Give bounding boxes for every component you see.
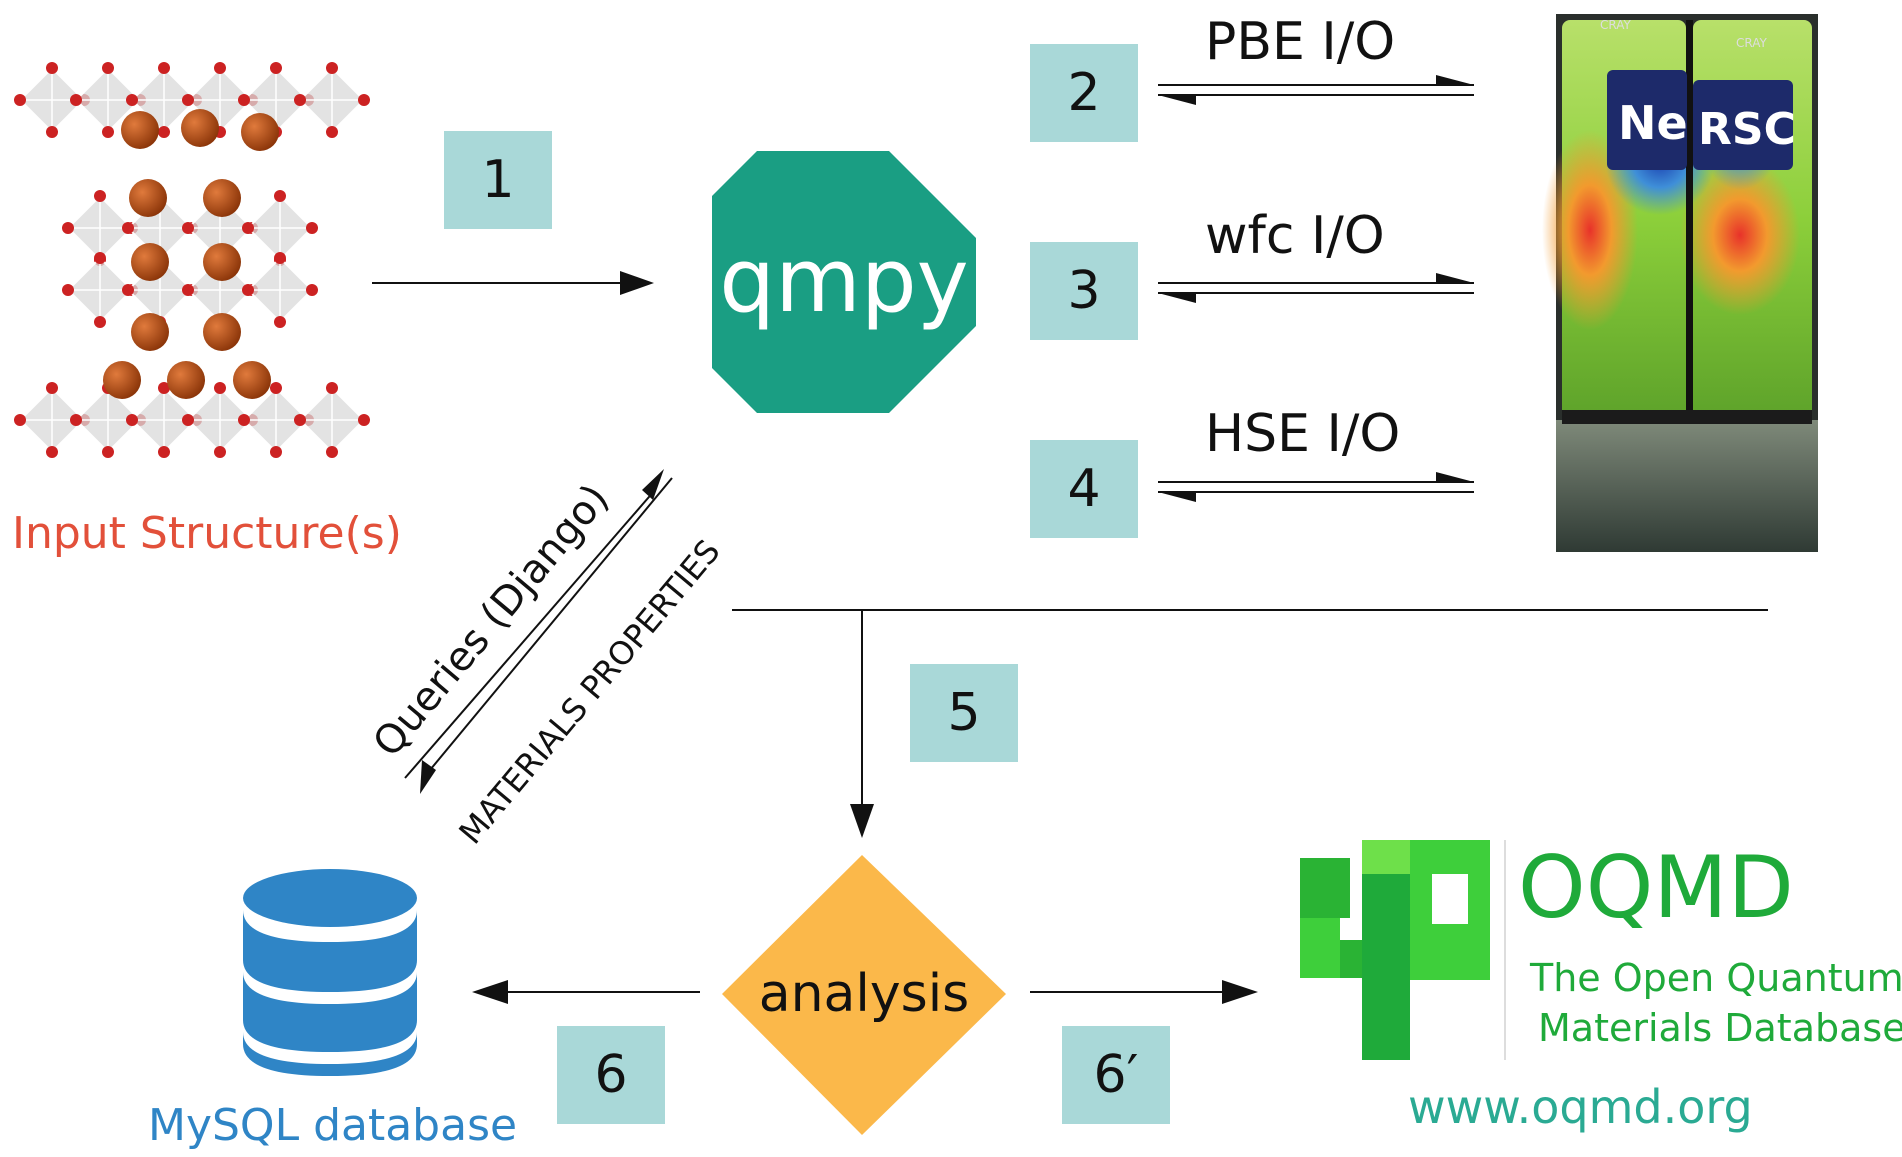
io-arrows-wfc (1158, 273, 1474, 303)
arrow-input-to-qmpy-head (620, 271, 654, 295)
oqmd-url: www.oqmd.org (1408, 1080, 1753, 1134)
step-box-3: 3 (1030, 242, 1138, 340)
arrow-to-database-head (472, 980, 508, 1004)
pbe-io-label: PBE I/O (1205, 12, 1396, 72)
step-box-6: 6 (557, 1026, 665, 1124)
arrow-properties (429, 477, 673, 771)
cray-brand-right: CRAY (1736, 36, 1767, 50)
io-arrows-hse (1158, 472, 1474, 502)
arrow-queries (404, 489, 656, 779)
io-arrows-pbe (1158, 75, 1474, 105)
arrow-to-analysis-head (850, 804, 874, 838)
nersc-left-text: Ne (1618, 96, 1688, 150)
step-number-5: 5 (947, 683, 981, 743)
database-label: MySQL database (148, 1100, 518, 1151)
analysis-diamond (722, 855, 1006, 1135)
step-box-2: 2 (1030, 44, 1138, 142)
oqmd-logo-icon (1300, 840, 1506, 1060)
wfc-io-label: wfc I/O (1205, 206, 1385, 266)
input-structure-label: Input Structure(s) (12, 508, 402, 559)
step-box-4: 4 (1030, 440, 1138, 538)
cray-brand-left: CRAY (1600, 18, 1631, 32)
step-box-6-prime: 6′ (1062, 1026, 1170, 1124)
analysis-label: analysis (758, 964, 970, 1024)
step-box-1: 1 (444, 131, 552, 229)
hse-io-label: HSE I/O (1205, 404, 1401, 464)
step-number-2: 2 (1067, 63, 1101, 123)
nersc-right-text: RSC (1698, 104, 1796, 155)
arrow-queries-head (642, 469, 664, 500)
qmpy-label: qmpy (719, 228, 969, 332)
arrow-properties-head (420, 760, 436, 794)
step-number-6: 6 (594, 1045, 628, 1105)
oqmd-title: OQMD (1518, 838, 1794, 938)
crystal-structure-icon (14, 62, 370, 458)
step-box-5: 5 (910, 664, 1018, 762)
arrow-to-oqmd-head (1222, 980, 1258, 1004)
oqmd-subtitle-line2: Materials Database (1538, 1006, 1902, 1050)
step-number-1: 1 (481, 150, 515, 210)
database-icon (243, 869, 417, 1076)
supercomputer-image (1542, 14, 1818, 552)
qmpy-octagon (712, 151, 976, 413)
step-number-4: 4 (1067, 459, 1101, 519)
step-number-3: 3 (1067, 261, 1101, 321)
step-number-6-prime: 6′ (1093, 1045, 1139, 1105)
oqmd-subtitle-line1: The Open Quantum (1530, 956, 1902, 1000)
